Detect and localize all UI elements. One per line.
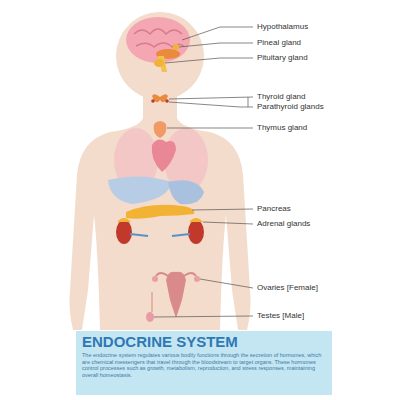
organ-label: Pancreas bbox=[257, 204, 291, 214]
organ-label: Ovaries [Female] bbox=[257, 283, 318, 293]
organ-label: Pituitary gland bbox=[257, 53, 308, 63]
organ-label: Adrenal glands bbox=[257, 219, 310, 229]
organ-label: Thymus gland bbox=[257, 123, 307, 133]
organ-label: Pineal gland bbox=[257, 38, 301, 48]
title: ENDOCRINE SYSTEM bbox=[82, 333, 326, 351]
organ-label: Hypothalamus bbox=[257, 22, 308, 32]
organ-label: Thyroid gland bbox=[257, 92, 305, 102]
organ-label: Parathyroid glands bbox=[257, 102, 324, 112]
caption: The endocrine system regulates various b… bbox=[82, 352, 326, 378]
organ-label: Testes [Male] bbox=[257, 311, 304, 321]
